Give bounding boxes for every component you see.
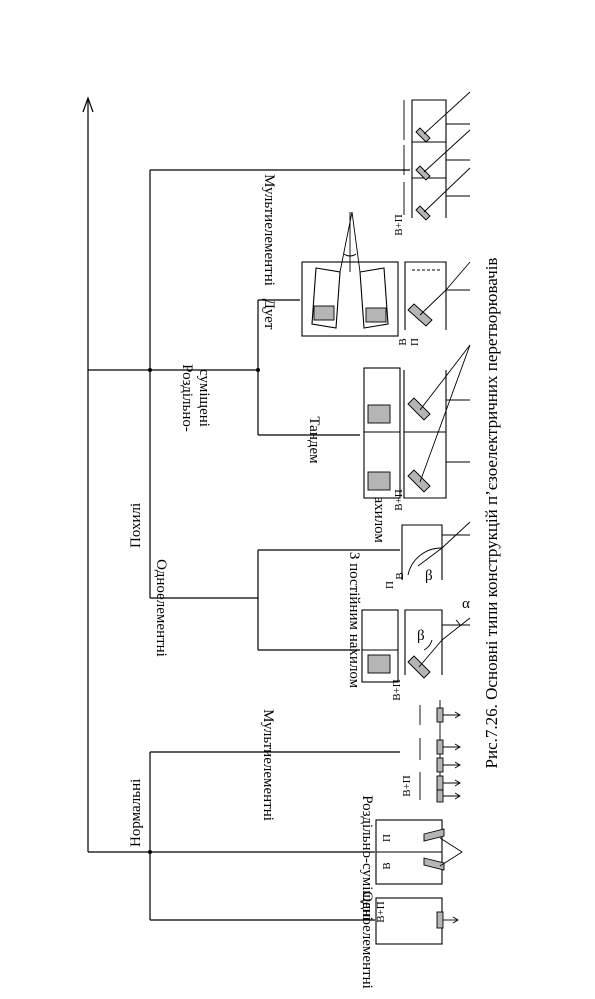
piezo-element-top-1 — [367, 404, 391, 424]
piezo-element-2 — [407, 469, 431, 493]
label-normal-separate: Роздільно-суміщені — [359, 795, 375, 921]
label-vp: В+П — [393, 489, 405, 511]
label-normal-single: Одноелементні — [359, 891, 375, 989]
variable-tilt-drawing: β П В — [384, 521, 471, 589]
piezo-element-receive — [423, 828, 445, 842]
piezo-element-2 — [415, 165, 431, 181]
housing — [375, 897, 443, 945]
prism-stack — [411, 99, 447, 218]
constant-tilt-drawing: β α В+П — [361, 596, 471, 701]
beam-1 — [419, 344, 471, 411]
label-inclined: Похилі — [128, 503, 144, 548]
label-inclined-multi: Мультиелементні — [261, 174, 277, 286]
beam-arrows — [443, 711, 461, 800]
label-duet: Дует — [261, 299, 277, 330]
beam-2 — [423, 129, 471, 173]
piezo-element — [436, 911, 444, 929]
tandem-drawing: В+П — [363, 344, 471, 511]
beam-arrowhead — [452, 916, 459, 924]
label-p: П — [409, 338, 421, 346]
label-constant-tilt: З постійним нахилом — [346, 552, 362, 689]
inclined-multi-drawing: В+П — [393, 91, 471, 236]
convergence-arc — [343, 253, 357, 257]
rotating-disc — [407, 547, 443, 576]
piezo-element-5 — [436, 789, 444, 803]
beam-3 — [423, 167, 471, 213]
piezo-element-1 — [436, 707, 444, 723]
piezo-element-4 — [436, 775, 444, 791]
label-vp: В+П — [375, 901, 387, 923]
incident-beam — [417, 547, 443, 567]
piezo-element-top-2 — [367, 471, 391, 491]
root-arrowhead — [82, 96, 94, 113]
beam-1 — [423, 91, 471, 135]
label-inclined-single: Одноелементні — [153, 559, 169, 657]
label-tandem: Тандем — [306, 416, 322, 464]
label-vp: В+П — [391, 679, 403, 701]
label-v: В — [381, 862, 393, 869]
figure-caption: Рис.7.26. Основні типи конструкцій п’єзо… — [482, 258, 501, 769]
refracted-beam — [445, 261, 471, 291]
incident-beam — [419, 289, 447, 316]
label-normal-multi: Мультиелементні — [260, 709, 276, 821]
label-p: П — [384, 581, 396, 589]
refracted-beam — [441, 617, 471, 641]
label-alpha: α — [462, 596, 470, 612]
label-beta: β — [425, 568, 433, 584]
angle-beta-arc — [423, 639, 433, 651]
piezo-element-transmit — [423, 857, 445, 871]
label-v: В — [397, 338, 409, 345]
label-v: В — [394, 572, 406, 579]
piezo-element-top — [367, 654, 391, 674]
incident-beam — [418, 639, 443, 668]
piezo-element-3 — [415, 205, 431, 221]
label-vp: В+П — [401, 775, 413, 797]
piezo-element-1 — [407, 397, 431, 421]
piezo-element-2 — [365, 307, 387, 323]
normal-single-drawing: В+П — [375, 897, 459, 945]
prism — [401, 524, 443, 580]
piezo-element-2 — [436, 739, 444, 755]
duet-drawing: В П — [301, 211, 471, 346]
label-vp: В+П — [393, 214, 405, 236]
piezo-element-1 — [313, 305, 335, 321]
piezo-element-3 — [436, 757, 444, 773]
label-beta: β — [417, 628, 425, 644]
tree-labels: Нормальні Похилі Одноелементні Роздільно… — [128, 174, 387, 989]
beam-2 — [419, 344, 471, 483]
normal-separate-drawing: П В — [375, 819, 463, 885]
label-normal: Нормальні — [128, 779, 144, 847]
classification-tree — [82, 96, 410, 921]
piezo-element-1 — [415, 127, 431, 143]
label-separate-line1: Роздільно- — [179, 364, 195, 432]
beam-paths — [439, 837, 463, 867]
label-p: П — [381, 834, 393, 842]
beam-2 — [351, 211, 361, 273]
angle-alpha-arc — [455, 619, 461, 626]
normal-multi-drawing: В+П — [401, 700, 461, 803]
label-separate-line2: суміщені — [196, 369, 212, 427]
